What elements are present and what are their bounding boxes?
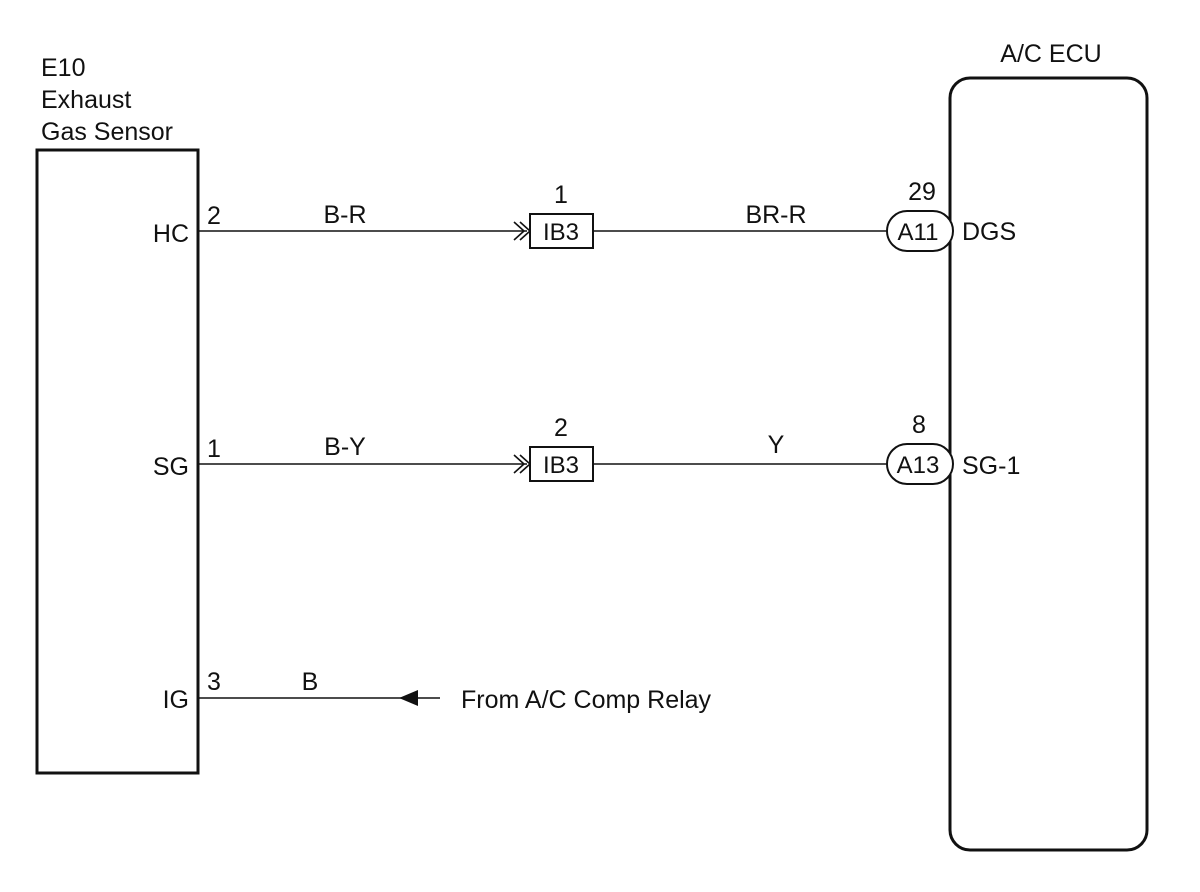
exhaust-gas-sensor: E10 Exhaust Gas Sensor HC SG IG 2 1 3 bbox=[35, 54, 221, 775]
ecu-pin-number: 8 bbox=[912, 411, 926, 439]
sensor-pin-ig-label: IG bbox=[163, 686, 189, 714]
junction-label: IB3 bbox=[543, 452, 579, 479]
wire-color-left: B-Y bbox=[324, 433, 366, 461]
connector-label: A13 bbox=[897, 452, 940, 479]
connector-a13-oval bbox=[886, 443, 954, 485]
sensor-pin-ig-number: 3 bbox=[207, 668, 221, 696]
arrow-left-icon bbox=[399, 690, 418, 706]
sensor-body bbox=[35, 148, 200, 775]
wire-color-left: B bbox=[302, 668, 319, 696]
ecu-terminal-sg1-label: SG-1 bbox=[962, 452, 1020, 480]
ecu-terminal-dgs-label: DGS bbox=[962, 218, 1016, 246]
junction-pin-number: 1 bbox=[554, 181, 568, 209]
sensor-pin-hc-number: 2 bbox=[207, 202, 221, 230]
connector-a11-oval bbox=[886, 210, 954, 252]
ecu-title: A/C ECU bbox=[1000, 40, 1101, 68]
wire-ig-relay: B From A/C Comp Relay bbox=[199, 668, 712, 714]
connector-label: A11 bbox=[898, 219, 939, 246]
ac-ecu: A/C ECU DGS SG-1 bbox=[948, 40, 1149, 852]
relay-source-label: From A/C Comp Relay bbox=[461, 686, 712, 714]
sensor-title-line-3: Gas Sensor bbox=[41, 118, 173, 146]
sensor-pin-sg-label: SG bbox=[153, 453, 189, 481]
sensor-pin-sg-number: 1 bbox=[207, 435, 221, 463]
sensor-title-line-2: Exhaust bbox=[41, 86, 131, 114]
wire-color-right: Y bbox=[768, 431, 785, 459]
wire-color-right: BR-R bbox=[745, 201, 806, 229]
wire-color-left: B-R bbox=[323, 201, 366, 229]
junction-ib3-box bbox=[529, 213, 594, 249]
sensor-title-line-1: E10 bbox=[41, 54, 85, 82]
wire-sg-sg1: B-Y 2 IB3 Y 8 A13 bbox=[199, 411, 954, 485]
wire-hc-dgs: B-R 1 IB3 BR-R 29 A11 bbox=[199, 178, 954, 252]
sensor-pin-hc-label: HC bbox=[153, 220, 189, 248]
ecu-pin-number: 29 bbox=[908, 178, 936, 206]
junction-ib3-box bbox=[529, 446, 594, 482]
junction-pin-number: 2 bbox=[554, 414, 568, 442]
junction-label: IB3 bbox=[543, 219, 579, 246]
